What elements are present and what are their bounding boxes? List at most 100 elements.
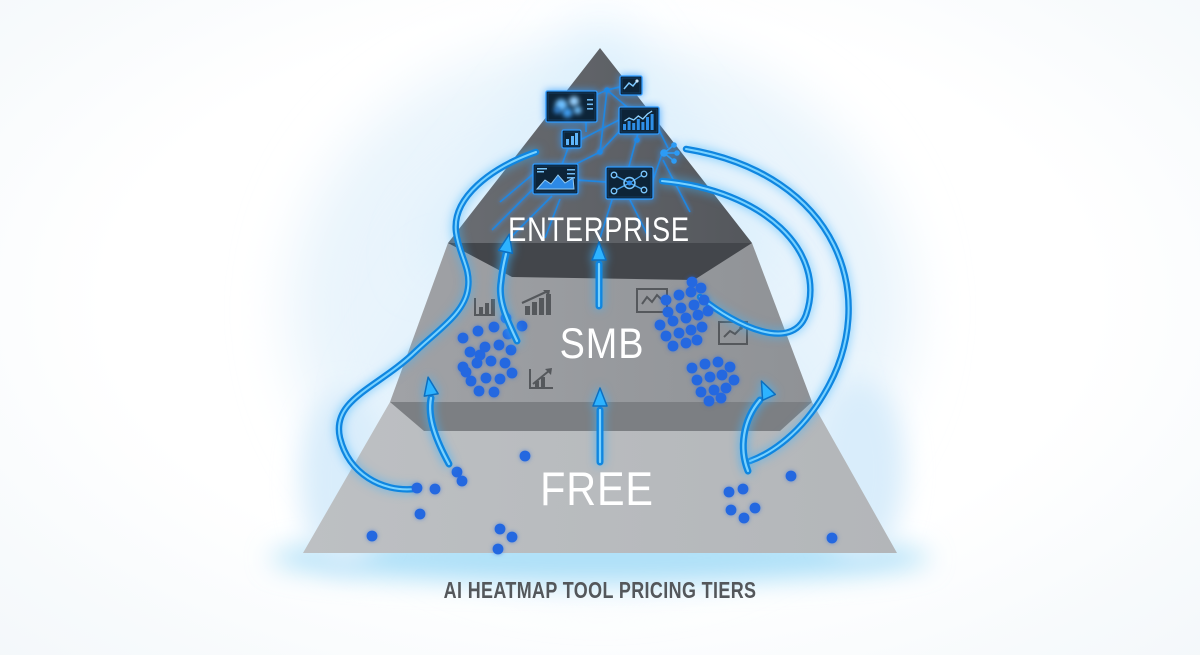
user-dot (465, 375, 477, 387)
bar (539, 298, 544, 315)
screen-legend-line (587, 103, 593, 106)
bar (546, 294, 551, 315)
user-dot (499, 357, 511, 369)
web-node (597, 149, 603, 155)
screen-legend-line (567, 173, 575, 175)
axis (529, 369, 553, 389)
arrow-head (591, 241, 607, 261)
area-mountain (535, 174, 575, 190)
flow-loop-left (335, 148, 540, 493)
arrow-free-to-smb-left (423, 376, 453, 468)
user-dot (494, 373, 506, 385)
user-dot (429, 483, 441, 495)
share-hub (660, 149, 668, 157)
bar-line-chart-screen-icon (618, 106, 660, 135)
flow-loop-right-outer (682, 145, 852, 465)
user-dot (506, 367, 518, 379)
network-diagram-screen-icon (605, 166, 654, 200)
web-link-line (499, 169, 539, 203)
user-dot (505, 344, 517, 356)
user-dot (738, 512, 750, 524)
user-dot (720, 382, 732, 394)
bar (485, 303, 489, 315)
dot-cluster-smb-left (457, 312, 528, 398)
user-dot (725, 504, 737, 516)
user-dot (715, 392, 727, 404)
user-dot (685, 286, 697, 298)
user-dot (785, 470, 797, 482)
bar (535, 381, 539, 388)
user-dot (667, 315, 679, 327)
user-dot (695, 282, 707, 294)
user-dot (493, 339, 505, 351)
enterprise-icons (532, 75, 680, 200)
arrow-shaft-inner (429, 396, 451, 466)
user-dot (749, 502, 761, 514)
user-dot (737, 483, 749, 495)
arrow-free-to-smb-right (739, 380, 777, 475)
user-dot (414, 508, 426, 520)
zigzag (641, 293, 663, 305)
free-label-wrap: FREE (540, 464, 654, 516)
user-dot (692, 309, 704, 321)
network-hub (627, 180, 632, 186)
screen-legend-line (587, 108, 593, 110)
user-dot (472, 325, 484, 337)
web-link-line (629, 199, 649, 237)
user-dot (660, 294, 672, 306)
user-dot (411, 482, 423, 494)
screen-bar (646, 117, 649, 130)
screen-legend-line (537, 171, 544, 173)
heatmap-blob (573, 106, 582, 115)
user-dot (696, 321, 708, 333)
user-dot (673, 327, 685, 339)
screen-bar (636, 119, 640, 130)
trend-arrow-head (543, 290, 550, 296)
arrow-smb-to-enterprise-left (496, 233, 521, 345)
network-sat (610, 171, 618, 179)
trend-arrow-line (521, 290, 549, 304)
enterprise-network-web (491, 85, 691, 239)
user-dot (699, 358, 711, 370)
web-link-line (511, 195, 553, 237)
heatmap-blob (562, 107, 573, 118)
user-dot (488, 386, 500, 398)
web-link-line (599, 199, 613, 239)
line-chart-mini-screen-icon (619, 75, 643, 96)
free-tier-label: FREE (540, 464, 654, 516)
web-link-line (579, 119, 620, 141)
bar-chart-mini-screen-icon (561, 129, 582, 149)
web-link-line (599, 89, 608, 153)
user-dot (366, 530, 378, 542)
web-node (634, 137, 640, 143)
loop-inner-stroke (685, 148, 850, 462)
user-dot (712, 356, 724, 368)
diagram-caption: AI HEATMAP TOOL PRICING TIERS (444, 578, 757, 604)
user-dot (457, 361, 469, 373)
bar (491, 299, 495, 315)
enterprise-tier-label: ENTERPRISE (508, 210, 690, 249)
web-node (604, 87, 610, 93)
user-dot (485, 355, 497, 367)
arrow-shaft-inner (499, 252, 519, 343)
user-dot (685, 324, 697, 336)
heatmap-blob (553, 106, 561, 114)
user-dot (479, 341, 491, 353)
network-sat (640, 186, 648, 194)
bar (479, 307, 483, 315)
caption-wrap: AI HEATMAP TOOL PRICING TIERS (444, 578, 757, 604)
dot-cluster-free (366, 450, 838, 555)
user-dot-clusters (366, 276, 838, 555)
bar (532, 302, 537, 315)
mini-line-path (623, 80, 638, 90)
mini-bar (575, 133, 578, 145)
area-chart-screen-icon (532, 163, 579, 195)
user-dot (716, 369, 728, 381)
user-dot (675, 302, 687, 314)
loop-inner-stroke (661, 180, 812, 335)
user-dot (667, 340, 679, 352)
user-dot (691, 334, 703, 346)
arrow-head (760, 380, 777, 402)
arrow-shaft-inner (742, 398, 762, 473)
smb-tier-label: SMB (560, 319, 645, 368)
